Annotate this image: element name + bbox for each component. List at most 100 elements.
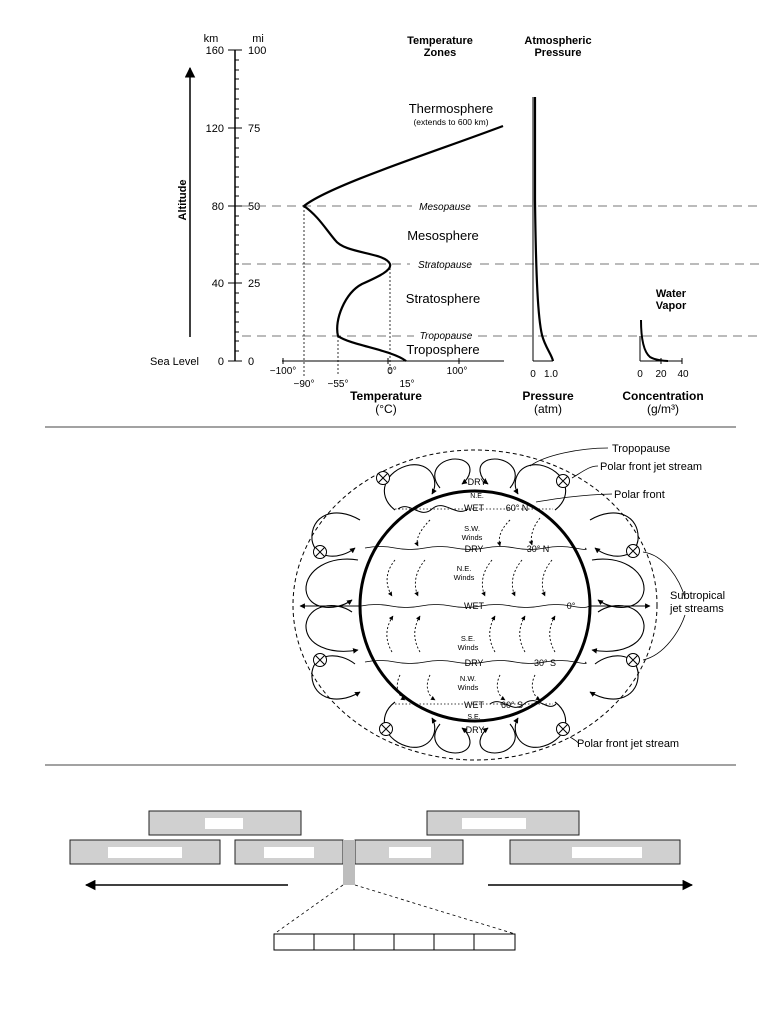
altitude-title: Altitude: [177, 180, 189, 221]
label-dry-south: DRY: [466, 725, 485, 735]
label-60n: 60° N: [506, 503, 529, 513]
label-dry-north: DRY: [468, 477, 487, 487]
label-ne-winds-1: N.E.: [457, 564, 472, 573]
polar-jet-top-callout: Polar front jet stream: [600, 461, 702, 473]
thermosphere-label: Thermosphere: [409, 101, 494, 116]
water-tick-40: 40: [677, 369, 689, 380]
label-slot-top-left: [205, 818, 243, 829]
tropopause-envelope: [292, 449, 658, 761]
temperature-zones-title-1: Temperature: [407, 35, 473, 47]
jet-symbol-e-lower: [626, 653, 640, 667]
polar-front-wave-s: [489, 700, 557, 708]
tropopause-label: Tropopause: [420, 331, 473, 342]
pressure-tick-1: 1.0: [544, 369, 558, 380]
label-se-winds-1: S.E.: [461, 634, 475, 643]
polar-jet-bottom-callout: Polar front jet stream: [577, 738, 679, 750]
atmosphere-panel: km mi 160 100 120 75 80 50 40 25 0 0 Sea…: [150, 33, 762, 416]
lat-30s-line: [364, 660, 587, 664]
label-slot-left: [108, 847, 182, 858]
polar-front-callout: Polar front: [614, 489, 665, 501]
zoom-line-right: [354, 884, 516, 935]
label-dry-30s: DRY: [465, 658, 484, 668]
label-wet-equator: WET: [464, 601, 484, 611]
pressure-axis-title: Pressure: [522, 389, 574, 403]
tick-mi-0: 0: [248, 356, 254, 368]
label-60s: 60° S: [501, 700, 523, 710]
label-30n: 30° N: [527, 544, 550, 554]
water-axis-unit: (g/m³): [647, 402, 679, 416]
thermosphere-note: (extends to 600 km): [413, 117, 488, 127]
pressure-curve: [533, 97, 555, 362]
tropopause-callout: Tropopause: [612, 443, 670, 455]
temp-tick-minus55: −55°: [328, 379, 349, 390]
global-circulation-panel: DRY N.E. WET 60° N S.W. Winds DRY 30° N …: [292, 443, 725, 761]
temp-tick-0: 0°: [387, 366, 397, 377]
tick-km-40: 40: [212, 278, 224, 290]
tick-mi-100: 100: [248, 45, 266, 57]
label-ne-polar: N.E.: [470, 493, 484, 500]
water-vapor-title-2: Vapor: [656, 300, 687, 312]
temperature-axis-title: Temperature: [350, 389, 422, 403]
jet-symbol-w-upper: [313, 545, 327, 559]
label-nw-winds-1: N.W.: [460, 674, 476, 683]
temp-tick-minus90: −90°: [294, 379, 315, 390]
label-slot-center-left: [264, 847, 314, 858]
rift-gap: [343, 840, 355, 885]
tick-km-120: 120: [206, 123, 224, 135]
polar-front-wave-n: [397, 505, 469, 513]
water-axis-title: Concentration: [622, 389, 703, 403]
pressure-tick-0: 0: [530, 369, 536, 380]
stratosphere-label: Stratosphere: [406, 291, 480, 306]
tick-mi-25: 25: [248, 278, 260, 290]
stratopause-label: Stratopause: [418, 260, 472, 271]
jet-symbol-w-lower: [313, 653, 327, 667]
atmospheric-pressure-title-2: Pressure: [534, 47, 581, 59]
temperature-zones-title-2: Zones: [424, 47, 456, 59]
label-dry-30n: DRY: [465, 544, 484, 554]
temp-tick-100: 100°: [447, 366, 468, 377]
label-se-polar: S.E.: [467, 714, 480, 721]
water-vapor-title-1: Water: [656, 288, 687, 300]
mesosphere-label: Mesosphere: [407, 228, 479, 243]
label-wet-south: WET: [464, 700, 484, 710]
jet-symbol-e-upper: [626, 544, 640, 558]
tick-km-0: 0: [218, 356, 224, 368]
water-vapor-curve: [640, 319, 669, 362]
label-slot-top-right: [462, 818, 526, 829]
temperature-curve: [302, 124, 504, 362]
water-tick-20: 20: [655, 369, 667, 380]
jet-symbol-ne: [556, 474, 570, 488]
lat-30n-line: [364, 546, 587, 550]
mesopause-label: Mesopause: [419, 202, 471, 213]
tick-km-160: 160: [206, 45, 224, 57]
jet-symbol-nw: [376, 471, 390, 485]
plate-blocks-panel: [69, 810, 694, 951]
label-sw-winds-2: Winds: [462, 533, 483, 542]
subtropical-callout-2: jet streams: [669, 603, 724, 615]
tick-mi-50: 50: [248, 201, 260, 213]
altitude-axis: km mi 160 100 120 75 80 50 40 25 0 0 Sea…: [150, 33, 266, 368]
label-slot-center-right: [389, 847, 431, 858]
label-sw-winds-1: S.W.: [464, 524, 480, 533]
unit-mi: mi: [252, 33, 264, 45]
atmospheric-pressure-title-1: Atmospheric: [524, 35, 591, 47]
label-ne-winds-2: Winds: [454, 573, 475, 582]
water-tick-0: 0: [637, 369, 643, 380]
label-wet-north: WET: [464, 503, 484, 513]
unit-km: km: [204, 33, 219, 45]
subtropical-callout-1: Subtropical: [670, 590, 725, 602]
temperature-axis-unit: (°C): [375, 402, 396, 416]
label-slot-right: [572, 847, 642, 858]
jet-symbol-sw: [379, 722, 393, 736]
temp-tick-minus100: −100°: [270, 366, 297, 377]
tick-km-80: 80: [212, 201, 224, 213]
tick-mi-75: 75: [248, 123, 260, 135]
zoom-line-left: [273, 884, 344, 935]
label-se-winds-2: Winds: [458, 643, 479, 652]
pressure-axis-unit: (atm): [534, 402, 562, 416]
sea-level-label: Sea Level: [150, 356, 199, 368]
lat-equator-line: [360, 604, 590, 608]
label-equator: 0°: [567, 601, 576, 611]
temp-tick-15: 15°: [399, 379, 414, 390]
